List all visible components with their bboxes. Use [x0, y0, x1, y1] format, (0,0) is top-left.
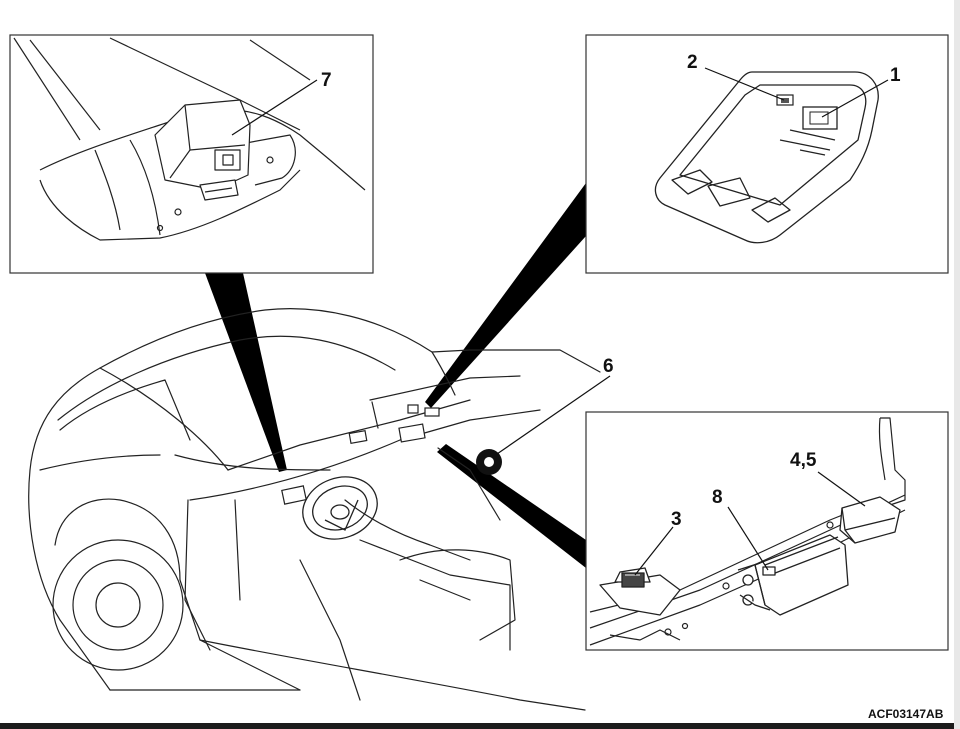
leader-line-4-5 [817, 471, 866, 507]
part-4-5-module [839, 496, 901, 544]
leader-line-8 [727, 506, 769, 571]
callout-3: 3 [671, 509, 682, 530]
steering-wheel [302, 476, 378, 540]
callout-2: 2 [687, 52, 698, 73]
part-3-module [599, 567, 681, 616]
inset-items-1-2 [585, 34, 949, 274]
leader-line-7 [231, 79, 318, 136]
inset-items-3-4-5-8 [585, 411, 949, 651]
bottom-border [0, 723, 960, 729]
part-6-donut [476, 375, 611, 475]
callout-1: 1 [890, 65, 901, 86]
callout-4-5: 4,5 [790, 450, 817, 471]
dashboard-components [281, 404, 440, 505]
leader-line-1 [821, 79, 889, 118]
leader-line-3 [634, 526, 674, 576]
inset-item-7 [9, 34, 374, 274]
pointer-wedge-1-2 [425, 183, 586, 408]
leader-line-2 [704, 67, 785, 101]
callout-8: 8 [712, 487, 723, 508]
right-edge [954, 0, 960, 729]
part-8-control-unit [737, 534, 849, 616]
pointer-wedge-7 [205, 273, 287, 472]
figure-id: ACF03147AB [868, 707, 944, 721]
callout-6: 6 [603, 356, 614, 377]
vehicle-illustration [28, 308, 601, 711]
pointer-wedge-3-8 [437, 444, 586, 568]
callout-7: 7 [321, 70, 332, 91]
